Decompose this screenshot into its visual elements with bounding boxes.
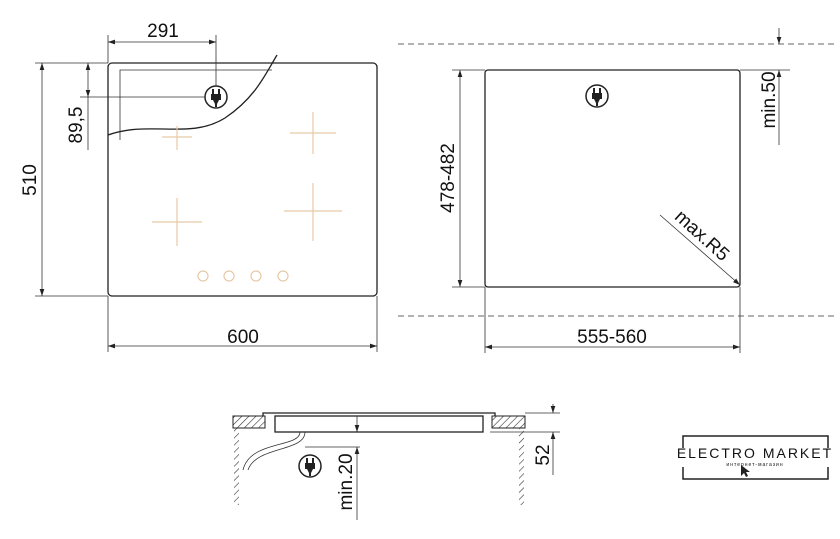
electro-market-logo: ELECTRO MARKET интернет-магазин: [677, 435, 833, 480]
cutout-width-dimension: 555-560: [577, 327, 647, 348]
height-dimension: 52: [533, 444, 554, 465]
cut-curve: [107, 54, 278, 136]
hob-body: [274, 415, 484, 433]
cutout-outline: [484, 69, 741, 288]
width-dimension: 600: [227, 327, 259, 348]
wall-clearance-dimension: min.50: [759, 71, 780, 128]
hob-top-view: 510 600 291 89,5: [20, 21, 378, 352]
bottom-clearance-dimension: min.20: [336, 453, 357, 510]
cursor-icon: [741, 465, 750, 477]
cutout-view: 478-482 555-560 min.50 max.R5: [398, 28, 838, 353]
control-knobs: [197, 270, 289, 282]
plug-x-dimension: 291: [147, 21, 179, 42]
cutout-depth-dimension: 478-482: [438, 143, 459, 213]
plug-y-dimension: 89,5: [66, 107, 87, 144]
plug-icon: [298, 454, 322, 478]
plug-icon: [204, 85, 228, 109]
burners: [152, 112, 342, 246]
radius-dimension: max.R5: [670, 206, 733, 265]
plug-icon: [585, 84, 609, 108]
logo-subtitle: интернет-магазин: [726, 462, 783, 468]
side-view: min.20 52: [232, 404, 560, 520]
depth-dimension: 510: [20, 164, 41, 196]
logo-name: ELECTRO MARKET: [677, 445, 833, 461]
hob-outline: [107, 62, 378, 297]
